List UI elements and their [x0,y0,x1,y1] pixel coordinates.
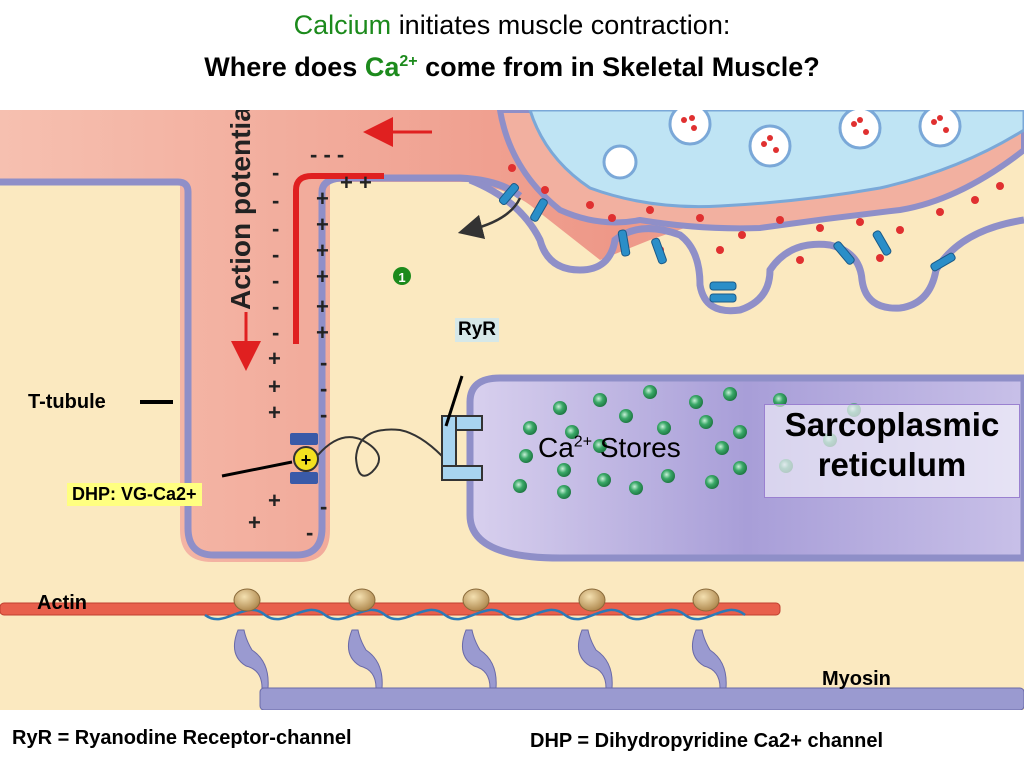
svg-text:+: + [316,212,329,237]
depolarized-membrane-stripe [293,173,384,344]
title-ca-text: Ca [364,52,400,82]
svg-text:-: - [272,216,279,241]
ryr-pointer-line [444,375,464,427]
svg-text:+: + [268,346,281,371]
actin-label: Actin [37,592,87,614]
svg-text:-: - [272,188,279,213]
slide-title-line2: Where does Ca2+ come from in Skeletal Mu… [0,52,1024,83]
synaptic-vesicles [602,110,962,180]
myosin-label: Myosin [822,668,891,690]
svg-text:+: + [316,238,329,263]
svg-text:+: + [268,374,281,399]
dhp-channel: + [290,433,319,484]
svg-text:-: - [272,268,279,293]
svg-text:+: + [268,488,281,513]
svg-text:-: - [272,294,279,319]
svg-text:+ +: + + [340,170,372,195]
svg-text:-: - [306,520,313,545]
svg-text:+: + [316,264,329,289]
dhp-pointer-line [221,460,293,478]
svg-text:- - -: - - - [310,142,344,167]
svg-text:-: - [272,242,279,267]
svg-text:-: - [320,402,327,427]
title-ca-symbol: Ca2+ [365,52,418,82]
action-potential-label: Action potential [225,110,256,310]
step-marker [393,267,411,285]
membrane-charges: - - -+ + ------- ++++++ +++ --- ++ -- [248,142,372,545]
myosin-cross-bridges [233,629,727,689]
svg-text:-: - [272,320,279,345]
dhp-ryr-link [317,428,443,477]
ion-flow-arrow [457,197,522,240]
sr-label-line2: reticulum [817,446,967,483]
svg-text:+: + [268,400,281,425]
step-number: 1 [398,270,405,285]
ach-receptors [498,182,956,303]
dhp-footnote: DHP = Dihydropyridine Ca2+ channel [530,730,884,752]
actin-filament [0,602,781,616]
junctional-folds [468,176,1024,315]
title-line2-part2: come from in Skeletal Muscle? [425,52,820,82]
svg-text:+: + [316,186,329,211]
svg-text:+: + [248,510,261,535]
svg-text:-: - [320,494,327,519]
svg-text:+: + [301,450,312,470]
title-line1-rest: initiates muscle contraction: [398,10,731,40]
title-line2-part1: Where does [204,52,358,82]
svg-text:-: - [272,160,279,185]
ryr-label: RyR [455,318,500,342]
myosin-filament [259,687,1024,710]
svg-text:+: + [316,320,329,345]
t-tubule-membrane [0,174,523,559]
ca-stores-charge: 2+ [573,433,593,451]
ryr-footnote: RyR = Ryanodine Receptor-channel [12,727,352,749]
sr-label-line1: Sarcoplasmic [784,406,1000,443]
svg-text:+: + [316,294,329,319]
actin-helix [204,608,746,621]
calcium-stores-label: Ca2+ Stores [538,432,681,464]
sarcoplasmic-reticulum-label: Sarcoplasmic reticulum [764,404,1020,498]
extracellular-band [0,110,1024,562]
title-ca-charge: 2+ [399,53,418,70]
title-calcium-word: Calcium [293,10,392,40]
svg-text:-: - [320,376,327,401]
dhp-label: DHP: VG-Ca2+ [67,483,202,506]
ca-stores-symbol: Ca [538,432,574,463]
slide-title-line1: Calcium initiates muscle contraction: [0,10,1024,41]
myosin-heads [233,588,720,612]
t-tubule-label: T-tubule [28,391,106,413]
ca-stores-word: Stores [599,432,681,463]
ryr-channel [441,415,483,481]
svg-text:-: - [320,350,327,375]
